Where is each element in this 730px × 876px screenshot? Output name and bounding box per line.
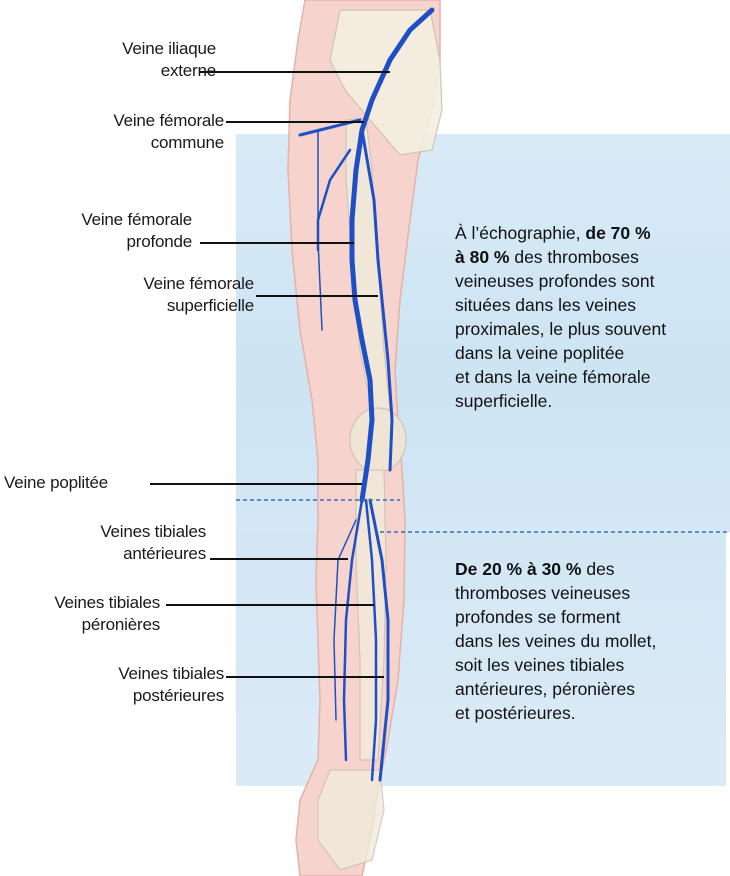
callout-upper-line1: À l’échographie, de 70 % — [455, 221, 725, 245]
label-veine-femorale-profonde: Veine fémorale profonde — [24, 209, 192, 253]
leader-line-tibiales-peronieres — [166, 604, 374, 606]
callout-upper-bold2: à 80 % — [455, 247, 509, 267]
leader-line-femorale-superficielle — [256, 295, 378, 297]
label-tibiales-anterieures-line1: Veines tibiales — [56, 521, 206, 543]
callout-lower: De 20 % à 30 % des thromboses veineuses … — [455, 557, 725, 725]
callout-upper-text1: À l’échographie, — [455, 223, 585, 243]
callout-lower-line3: profondes se forment — [455, 605, 725, 629]
leader-line-poplitee — [150, 483, 362, 485]
leader-line-tibiales-anterieures — [210, 558, 348, 560]
label-tibiales-peronieres-line1: Veines tibiales — [10, 592, 160, 614]
callout-lower-line2: thromboses veineuses — [455, 581, 725, 605]
leader-line-iliaque — [200, 71, 390, 73]
label-tibiales-peronieres-line2: péronières — [10, 614, 160, 636]
label-iliaque-line2: externe — [56, 60, 216, 82]
label-veines-tibiales-posterieures: Veines tibiales postérieures — [66, 663, 224, 707]
callout-lower-line5: soit les veines tibiales — [455, 653, 725, 677]
label-femorale-profonde-line2: profonde — [24, 231, 192, 253]
callout-upper-line8: superficielle. — [455, 389, 725, 413]
label-veine-iliaque-externe: Veine iliaque externe — [56, 38, 216, 82]
label-femorale-commune-line1: Veine fémorale — [56, 110, 224, 132]
callout-lower-line7: et postérieures. — [455, 701, 725, 725]
leader-line-femorale-profonde — [200, 242, 354, 244]
callout-upper-line6: dans la veine poplitée — [455, 341, 725, 365]
callout-upper-line2: à 80 % des thromboses — [455, 245, 725, 269]
callout-upper-line5: proximales, le plus souvent — [455, 317, 725, 341]
callout-upper: À l’échographie, de 70 % à 80 % des thro… — [455, 221, 725, 413]
label-poplitee-line1: Veine poplitée — [4, 472, 144, 494]
callout-upper-bold1: de 70 % — [585, 223, 650, 243]
label-tibiales-anterieures-line2: antérieures — [56, 543, 206, 565]
label-tibiales-posterieures-line1: Veines tibiales — [66, 663, 224, 685]
callout-upper-line4: situées dans les veines — [455, 293, 725, 317]
callout-upper-line3: veineuses profondes sont — [455, 269, 725, 293]
label-femorale-superficielle-line1: Veine fémorale — [86, 273, 254, 295]
label-veine-poplitee: Veine poplitée — [4, 472, 144, 494]
label-veine-femorale-superficielle: Veine fémorale superficielle — [86, 273, 254, 317]
label-veines-tibiales-peronieres: Veines tibiales péronières — [10, 592, 160, 636]
label-veines-tibiales-anterieures: Veines tibiales antérieures — [56, 521, 206, 565]
callout-lower-line4: dans les veines du mollet, — [455, 629, 725, 653]
label-veine-femorale-commune: Veine fémorale commune — [56, 110, 224, 154]
leader-line-femorale-commune — [226, 121, 364, 123]
callout-upper-line7: et dans la veine fémorale — [455, 365, 725, 389]
label-femorale-commune-line2: commune — [56, 132, 224, 154]
callout-lower-line1: De 20 % à 30 % des — [455, 557, 725, 581]
callout-lower-bold1: De 20 % à 30 % — [455, 559, 581, 579]
callout-upper-text2: des thromboses — [509, 247, 638, 267]
callout-lower-line6: antérieures, péronières — [455, 677, 725, 701]
callout-lower-text1: des — [581, 559, 614, 579]
label-femorale-profonde-line1: Veine fémorale — [24, 209, 192, 231]
label-femorale-superficielle-line2: superficielle — [86, 295, 254, 317]
label-iliaque-line1: Veine iliaque — [56, 38, 216, 60]
leader-line-tibiales-posterieures — [226, 676, 384, 678]
knee-bone — [350, 408, 406, 472]
label-tibiales-posterieures-line2: postérieures — [66, 685, 224, 707]
